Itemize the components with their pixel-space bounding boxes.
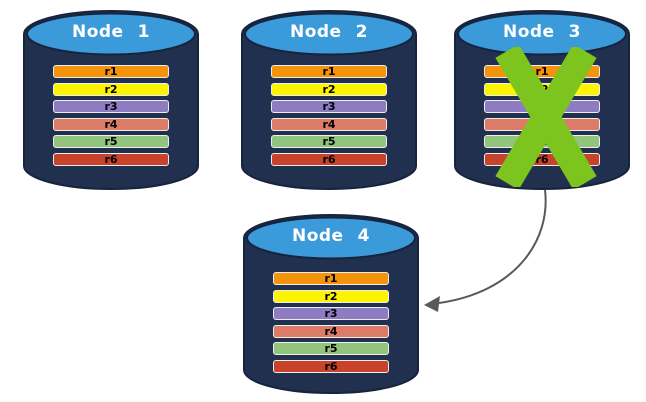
arrow-head	[424, 296, 440, 312]
replica-bar-r1: r1	[53, 65, 169, 78]
x-stroke	[495, 47, 597, 187]
replica-bar-r4: r4	[53, 117, 169, 131]
failure-x-icon	[495, 47, 597, 187]
replica-bar-r3: r3	[273, 307, 389, 321]
node-4: Node 4 r1 r2 r3 r4 r5 r6	[242, 211, 420, 397]
replica-bar-r5: r5	[273, 342, 389, 356]
node-title: Node 3	[502, 22, 581, 42]
replica-list: r1 r2 r3 r4 r5 r6	[271, 65, 387, 166]
cylinder-top	[26, 12, 196, 56]
replica-bar-r3: r3	[53, 100, 169, 114]
replica-bar-r6: r6	[53, 152, 169, 166]
cylinder-top	[246, 216, 416, 260]
node-1: Node 1 r1 r2 r3 r4 r5 r6	[22, 7, 200, 193]
replica-bar-r6: r6	[273, 359, 389, 373]
replica-bar-r2: r2	[53, 82, 169, 96]
node-title: Node 1	[71, 22, 150, 42]
cylinder-top	[244, 12, 414, 56]
node-3: Node 3 r1 r2 r3 r4 r5 r6	[453, 7, 631, 193]
replica-bar-r1: r1	[273, 272, 389, 285]
replica-bar-r3: r3	[271, 100, 387, 114]
replica-bar-r4: r4	[271, 117, 387, 131]
replica-bar-r6: r6	[271, 152, 387, 166]
cylinder-top	[457, 12, 627, 56]
replica-bar-r2: r2	[271, 82, 387, 96]
replica-bar-r4: r4	[273, 324, 389, 338]
replica-bar-r1: r1	[271, 65, 387, 78]
node-title: Node 2	[289, 22, 368, 42]
replica-list: r1 r2 r3 r4 r5 r6	[273, 272, 389, 373]
arrow-curve	[438, 189, 547, 304]
node-title: Node 4	[291, 226, 370, 246]
node-2: Node 2 r1 r2 r3 r4 r5 r6	[240, 7, 418, 193]
replica-list: r1 r2 r3 r4 r5 r6	[53, 65, 169, 166]
replica-bar-r5: r5	[271, 135, 387, 149]
replica-bar-r2: r2	[273, 289, 389, 303]
replica-bar-r5: r5	[53, 135, 169, 149]
